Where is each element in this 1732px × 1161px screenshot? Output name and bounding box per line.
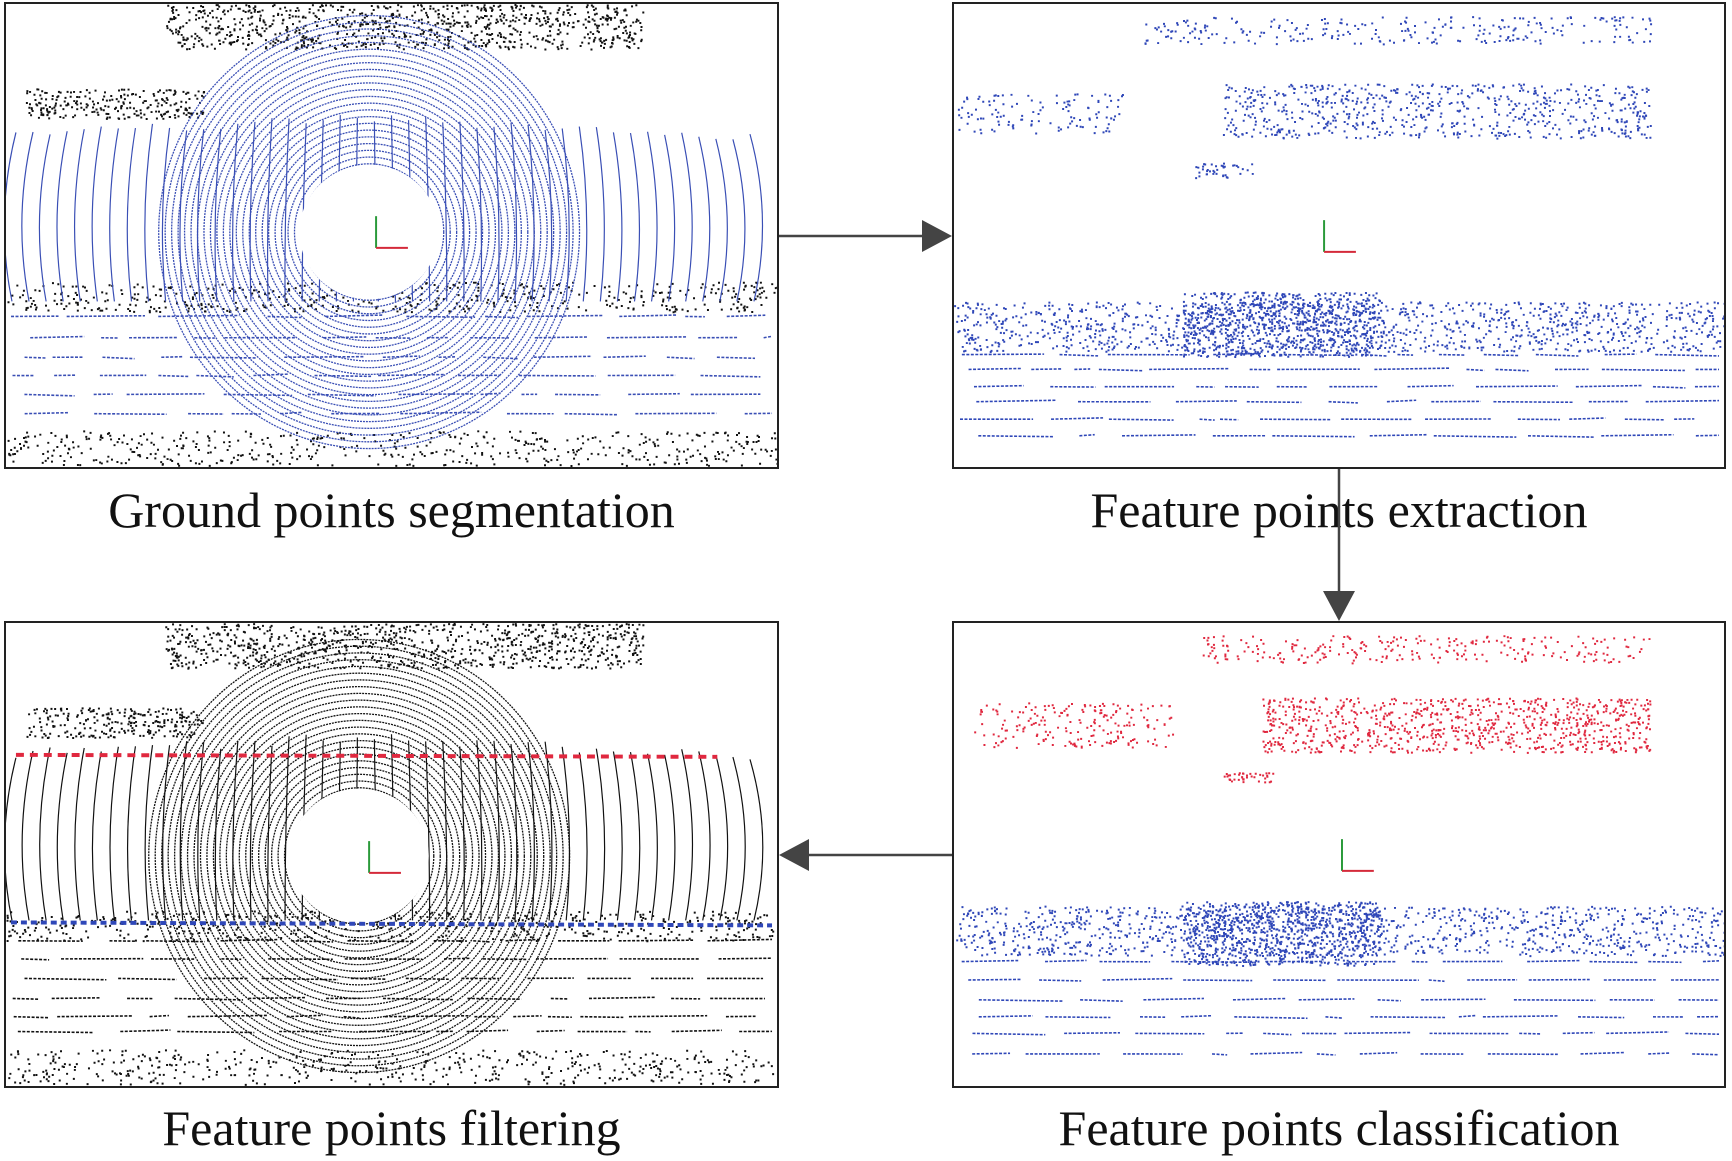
point-cloud-ground — [6, 4, 777, 467]
panel-feature-extraction — [952, 2, 1726, 469]
vegetation-bottom — [7, 430, 777, 467]
point-cloud-classification — [956, 635, 1724, 1056]
edge-wall — [1262, 697, 1652, 754]
panel-feature-filtering — [4, 621, 779, 1088]
filtered-edge-line — [15, 752, 718, 759]
filtered-planar-line — [10, 920, 773, 928]
raw-rings — [6, 638, 764, 1074]
left-features — [957, 93, 1124, 135]
pole-features — [1195, 162, 1254, 180]
wall-features — [1222, 83, 1652, 140]
cluster-band — [7, 281, 777, 314]
panel-feature-classification — [952, 621, 1726, 1088]
edge-top — [1202, 635, 1651, 665]
vegetation-top — [166, 4, 645, 51]
ground-features-core — [1182, 291, 1383, 358]
origin-axes — [375, 216, 408, 249]
caption-feature-filtering: Feature points filtering — [162, 1100, 621, 1156]
planar-dense — [956, 905, 1724, 958]
upper-features — [1144, 16, 1653, 46]
edge-left — [974, 702, 1175, 749]
origin-axes — [1323, 220, 1356, 253]
point-cloud-extraction — [954, 16, 1724, 438]
origin-axes — [1340, 839, 1374, 872]
ground-rings — [6, 14, 764, 450]
origin-axes — [368, 841, 401, 874]
ground-rows — [11, 314, 773, 416]
planar-core — [1182, 901, 1383, 968]
ground-rows — [960, 352, 1720, 438]
vegetation-left — [26, 707, 204, 739]
arrow-ground-to-extract — [779, 220, 952, 252]
raw-rows — [12, 938, 773, 1034]
planar-rows — [961, 959, 1720, 1056]
caption-ground-segmentation: Ground points segmentation — [108, 482, 675, 538]
caption-feature-classification: Feature points classification — [1058, 1100, 1620, 1156]
edge-pole — [1223, 772, 1275, 784]
arrow-classify-to-filter — [779, 839, 952, 871]
caption-feature-extraction: Feature points extraction — [1090, 482, 1588, 538]
panel-ground-segmentation — [4, 2, 779, 469]
vegetation-bottom — [8, 1049, 775, 1086]
vegetation-top — [165, 623, 645, 670]
vegetation-left — [25, 88, 206, 120]
point-cloud-filtering — [6, 623, 775, 1086]
ground-features-dense — [954, 301, 1724, 353]
